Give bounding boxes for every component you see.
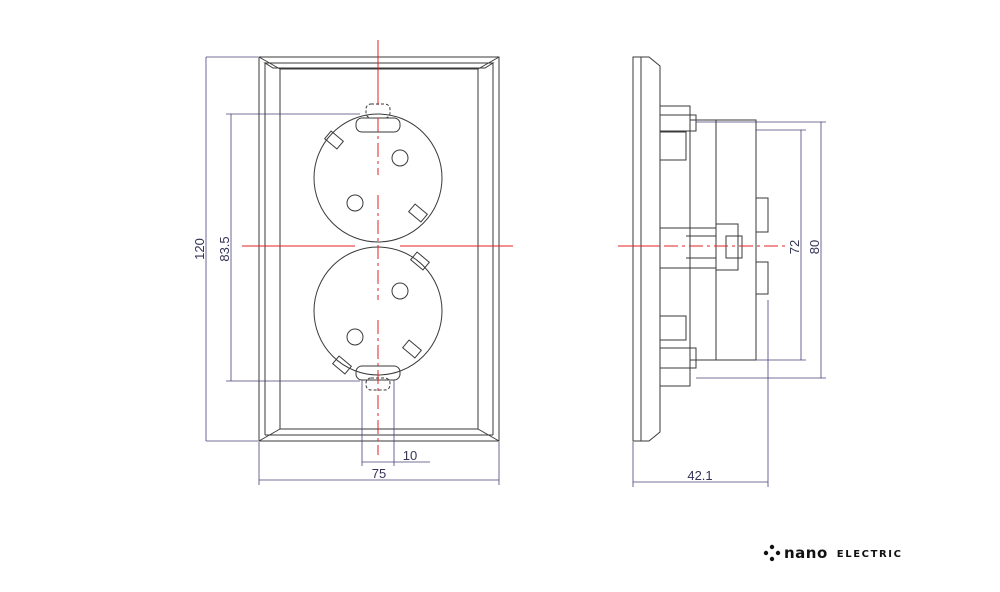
upper-earth-slot-left bbox=[323, 130, 345, 150]
upper-socket bbox=[313, 103, 443, 243]
upper-earth-slot-right bbox=[407, 203, 429, 223]
logo-dots-icon bbox=[763, 544, 781, 562]
dim-width-total: 75 bbox=[372, 466, 386, 481]
lower-pin-hole-right bbox=[391, 282, 409, 300]
dim-height-total: 120 bbox=[192, 238, 207, 260]
dim-side-height-inner: 72 bbox=[787, 240, 802, 254]
dim-width-slot: 10 bbox=[403, 448, 417, 463]
lower-earth-slot-right bbox=[401, 339, 423, 359]
lower-earth-slot-left bbox=[331, 355, 353, 375]
front-centerlines bbox=[242, 40, 513, 455]
lower-socket bbox=[313, 246, 443, 391]
dim-depth: 42.1 bbox=[687, 468, 712, 483]
logo-subtitle: ELECTRIC bbox=[836, 548, 903, 560]
side-center-mechanism bbox=[715, 223, 739, 271]
side-dimensions bbox=[632, 121, 826, 487]
nano-electric-logo: nano ELECTRIC bbox=[762, 541, 903, 565]
dim-side-height-outer: 80 bbox=[807, 240, 822, 254]
front-inner-plate bbox=[279, 68, 479, 430]
upper-pin-hole-right bbox=[391, 149, 409, 167]
front-outer-plate bbox=[258, 56, 500, 442]
side-inner-body bbox=[689, 119, 757, 361]
dim-height-socket: 83.5 bbox=[217, 236, 232, 261]
front-bevel-frame bbox=[263, 62, 495, 69]
side-view bbox=[632, 56, 769, 442]
front-view bbox=[258, 56, 500, 442]
side-bottom-flange bbox=[659, 347, 697, 369]
upper-socket-face bbox=[313, 113, 443, 243]
side-top-flange bbox=[659, 114, 697, 132]
logo-word: nano bbox=[784, 544, 828, 562]
front-dimensions bbox=[205, 56, 500, 485]
side-cover-plate bbox=[632, 56, 661, 442]
upper-pin-hole-left bbox=[346, 194, 364, 212]
lower-pin-hole-left bbox=[346, 328, 364, 346]
